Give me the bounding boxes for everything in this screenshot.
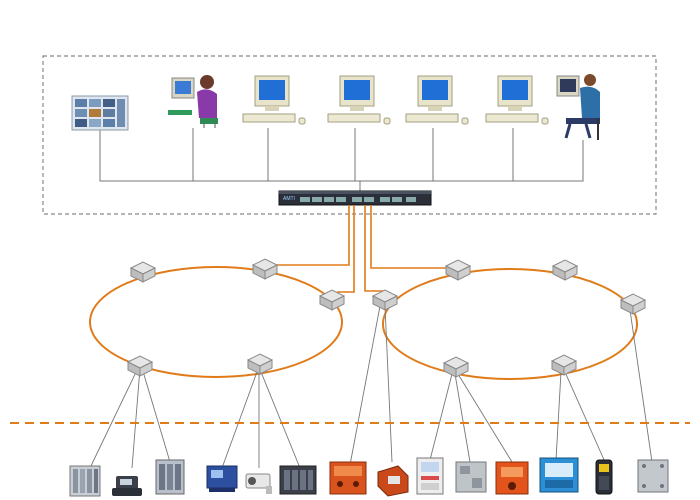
operator-male-icon: [556, 74, 600, 140]
sensor-box-icon: [206, 465, 238, 492]
explosion-proof-box-icon: [377, 465, 409, 497]
plc-rack-icon: [69, 465, 101, 497]
enclosure-icon: [455, 461, 487, 493]
control-room-boundary: [42, 55, 657, 215]
control-room-bus: [99, 128, 584, 192]
io-module-icon: [155, 459, 185, 495]
ring-switch-icon: [550, 354, 578, 376]
operator-female-icon: [168, 75, 218, 128]
field-links: [89, 305, 653, 469]
ring-switch-icon: [246, 353, 274, 375]
telephone-icon: [112, 476, 142, 496]
core-switch-icon: AMTI: [278, 190, 432, 206]
ring-switch-icon: [442, 356, 470, 378]
video-wall-icon: [71, 95, 129, 131]
camera-icon: [245, 473, 272, 494]
switch-label: AMTI: [283, 196, 295, 202]
ring-switch-icon: [129, 261, 157, 283]
ring-switch-icon: [126, 355, 154, 377]
workstation-pc-icon: [327, 75, 391, 125]
ring-network-left: [89, 266, 343, 378]
ring-switch-icon: [444, 259, 472, 281]
workstation-pc-icon: [242, 75, 306, 125]
control-panel-icon: [416, 457, 444, 495]
plc-rack-icon: [279, 465, 317, 495]
ring-network-right: [382, 268, 638, 380]
explosion-proof-box-icon: [329, 461, 367, 495]
uplink-cables: [275, 205, 455, 293]
workstation-pc-icon: [405, 75, 469, 125]
workstation-pc-icon: [485, 75, 549, 125]
ring-switch-icon: [251, 258, 279, 280]
ring-switch-icon: [619, 293, 647, 315]
ring-switch-icon: [318, 289, 346, 311]
junction-box-icon: [637, 459, 669, 493]
ring-switch-icon: [551, 259, 579, 281]
handheld-phone-icon: [595, 459, 613, 495]
explosion-proof-box-icon: [495, 461, 529, 495]
ring-switch-icon: [371, 289, 399, 311]
display-cabinet-icon: [539, 457, 579, 493]
